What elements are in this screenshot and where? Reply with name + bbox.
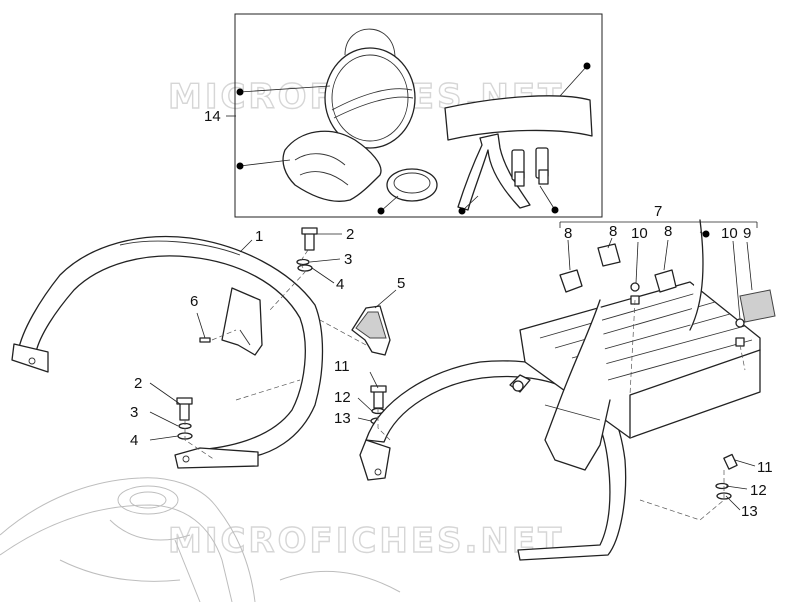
cloth-cover xyxy=(282,130,382,202)
scooter-body-outline xyxy=(0,477,401,602)
round-bag xyxy=(324,28,416,149)
callout-9: 9 xyxy=(743,225,751,242)
seat-pad-strip xyxy=(444,95,593,141)
kit-box xyxy=(234,13,603,218)
screw-6 xyxy=(199,337,211,343)
callout-8-a: 8 xyxy=(564,225,572,242)
callout-13-right: 13 xyxy=(741,503,758,520)
bolt-set-lower xyxy=(176,397,193,440)
callout-10-a: 10 xyxy=(631,225,648,242)
callout-8-b: 8 xyxy=(609,223,617,240)
callout-12-right: 12 xyxy=(750,482,767,499)
callout-2-upper: 2 xyxy=(346,226,354,243)
assembly-dashed-lines xyxy=(184,249,746,521)
rack-clip-8c xyxy=(654,269,677,293)
watermark-bottom: MICROFICHES.NET xyxy=(168,521,564,561)
mounting-bracket xyxy=(351,305,391,356)
callout-10-b: 10 xyxy=(721,225,738,242)
callout-4-upper: 4 xyxy=(336,276,344,293)
buckle-pair xyxy=(511,147,549,187)
callout-6: 6 xyxy=(190,293,198,310)
luggage-rack xyxy=(359,219,761,561)
callout-13-center: 13 xyxy=(334,410,351,427)
rack-pad-9 xyxy=(739,289,776,323)
callout-leaders xyxy=(149,221,758,511)
callout-11-right: 11 xyxy=(757,459,773,476)
rack-clip-8b xyxy=(597,243,621,267)
callout-5: 5 xyxy=(397,275,405,292)
callout-3-upper: 3 xyxy=(344,251,352,268)
callout-2-lower: 2 xyxy=(134,375,142,392)
rack-clip-8a xyxy=(559,269,583,293)
rack-cap-10b xyxy=(735,318,745,347)
callout-7: 7 xyxy=(654,203,662,220)
bolt-set-upper xyxy=(296,227,318,272)
callout-8-c: 8 xyxy=(664,223,672,240)
callout-1: 1 xyxy=(255,228,263,245)
bolt-set-right xyxy=(715,453,738,500)
callout-3-lower: 3 xyxy=(130,404,138,421)
grab-rail-left xyxy=(11,235,324,469)
callout-4-lower: 4 xyxy=(130,432,138,449)
strap-ring xyxy=(386,168,438,202)
callout-11-center: 11 xyxy=(334,358,350,375)
callout-12-center: 12 xyxy=(334,389,351,406)
callout-14: 14 xyxy=(204,108,221,125)
